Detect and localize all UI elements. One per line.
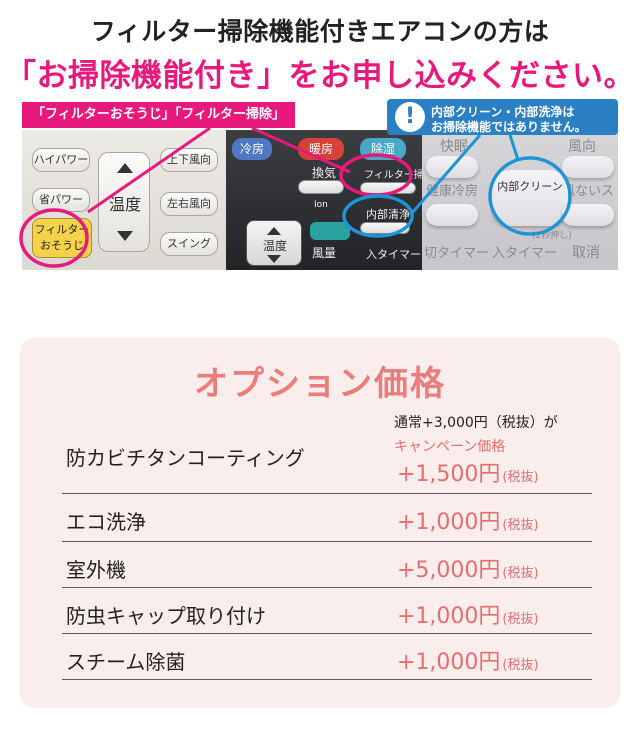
tax-label: (税抜) bbox=[502, 518, 539, 533]
option-row: エコ洗浄 +1,000円(税抜) bbox=[62, 494, 592, 542]
option-name: スチーム除菌 bbox=[66, 650, 186, 674]
tax-label: (税抜) bbox=[502, 658, 539, 673]
fan-speed-label: 風量 bbox=[312, 246, 337, 260]
notice-banner: ! 内部クリーン・内部洗浄は お掃除機能ではありません。 bbox=[387, 99, 618, 135]
option-row: 室外機 +5,000円(税抜) bbox=[62, 542, 592, 588]
two-sec-label: (2秒押し) bbox=[532, 231, 572, 241]
option-name: 防カビチタンコーティング bbox=[66, 446, 305, 470]
ion-label: Ion bbox=[314, 200, 328, 210]
filter-clean-button-2 bbox=[360, 182, 416, 194]
exclamation-icon: ! bbox=[395, 102, 425, 132]
dry-button: 除湿 bbox=[360, 138, 406, 160]
swing-button: スイング bbox=[160, 232, 218, 256]
tax-label: (税抜) bbox=[502, 470, 539, 485]
wind-dir-label: 風向 bbox=[568, 139, 596, 155]
price-value: +1,500円 bbox=[397, 462, 501, 487]
internal-clean-label: 内部清浄 bbox=[366, 208, 410, 221]
temp-rocker: 温度 bbox=[98, 152, 150, 252]
up-arrow-icon bbox=[267, 227, 281, 235]
remote-photo-1: ハイパワー 上下風向 省パワー 左右風向 スイング 温度 フィルター おそうじ bbox=[22, 130, 226, 270]
notice-line2: お掃除機能ではありません。 bbox=[431, 120, 587, 134]
updown-wind-button: 上下風向 bbox=[160, 148, 218, 172]
option-price: +1,000円(税抜) bbox=[397, 504, 539, 536]
price-value: +5,000円 bbox=[397, 558, 501, 583]
options-title: オプション価格 bbox=[194, 364, 446, 404]
down-arrow-icon bbox=[117, 231, 133, 241]
option-price: +1,000円(税抜) bbox=[397, 644, 539, 676]
off-timer-label: 切タイマー bbox=[424, 246, 490, 261]
option-name: 室外機 bbox=[66, 558, 126, 582]
tax-label: (税抜) bbox=[502, 566, 539, 581]
remote-photo-strip: ハイパワー 上下風向 省パワー 左右風向 スイング 温度 フィルター おそうじ … bbox=[22, 130, 618, 270]
on-timer-label-3: 入タイマー bbox=[492, 246, 558, 261]
no-wind-label: 風ないス bbox=[562, 184, 615, 199]
option-price: +5,000円(税抜) bbox=[397, 552, 539, 584]
teal-button bbox=[310, 222, 350, 240]
remote-photo-3: 快眠 風向 健康冷房 風ないス 内部クリーン (2秒押し) 切タイマー 入タイマ… bbox=[422, 130, 618, 270]
on-timer-label: 入タイマー bbox=[366, 248, 421, 261]
headline-line1: フィルター掃除機能付きエアコンの方は bbox=[90, 17, 550, 46]
down-arrow-icon bbox=[267, 255, 281, 263]
option-price: +1,500円(税抜) bbox=[397, 456, 539, 488]
price-value: +1,000円 bbox=[397, 650, 501, 675]
option-name: 防虫キャップ取り付け bbox=[66, 604, 266, 628]
internal-clean-button-3: 内部クリーン bbox=[492, 170, 568, 226]
health-cool-label: 健康冷房 bbox=[426, 184, 479, 199]
button-3a bbox=[426, 156, 478, 178]
options-card: オプション価格 防カビチタンコーティング 通常+3,000円（税抜）が キャンペ… bbox=[20, 338, 620, 708]
savepower-button: 省パワー bbox=[32, 188, 90, 212]
button-3b bbox=[562, 156, 614, 178]
heat-button: 暖房 bbox=[298, 138, 344, 160]
price-value: +1,000円 bbox=[397, 510, 501, 535]
hipower-button: ハイパワー bbox=[32, 148, 90, 172]
cancel-label: 取消 bbox=[572, 245, 600, 261]
option-row: スチーム除菌 +1,000円(税抜) bbox=[62, 634, 592, 680]
notice-line1: 内部クリーン・内部洗浄は bbox=[431, 105, 575, 119]
leftright-wind-button: 左右風向 bbox=[160, 192, 218, 216]
tax-label: (税抜) bbox=[502, 612, 539, 627]
headline-line2: 「お掃除機能付き」をお申し込みください。 bbox=[5, 58, 635, 94]
option-price: +1,000円(税抜) bbox=[397, 598, 539, 630]
button-3d bbox=[562, 204, 614, 226]
internal-clean-label-3: 内部クリーン bbox=[497, 180, 563, 193]
filter-clean-tab: 「フィルターおそうじ」「フィルター掃除」 bbox=[22, 102, 295, 128]
internal-clean-button bbox=[360, 222, 410, 234]
option-row: 防虫キャップ取り付け +1,000円(税抜) bbox=[62, 588, 592, 634]
temp-label: 温度 bbox=[108, 195, 141, 214]
sleep-label: 快眠 bbox=[440, 139, 468, 155]
filter-clean-line2: おそうじ bbox=[40, 239, 84, 252]
button-3c bbox=[426, 204, 478, 226]
campaign-price-note: キャンペーン価格 bbox=[394, 439, 506, 455]
price-value: +1,000円 bbox=[397, 604, 501, 629]
option-name: エコ洗浄 bbox=[66, 510, 146, 534]
ventilation-label: 換気 bbox=[312, 166, 337, 180]
regular-price-note: 通常+3,000円（税抜）が bbox=[394, 415, 558, 431]
temp-label-2: 温度 bbox=[262, 239, 287, 253]
option-row: 防カビチタンコーティング 通常+3,000円（税抜）が キャンペーン価格 +1,… bbox=[62, 410, 592, 494]
remote-photo-2: 冷房 暖房 除湿 換気 フィルター掃除 Ion 内部清浄 温度 風量 入タイマー bbox=[226, 130, 422, 270]
filter-clean-label: フィルター掃除 bbox=[364, 170, 422, 181]
cool-button: 冷房 bbox=[232, 138, 272, 160]
ventilation-button bbox=[298, 180, 344, 194]
up-arrow-icon bbox=[117, 163, 133, 173]
temp-rocker-2: 温度 bbox=[246, 220, 302, 266]
filter-clean-button: フィルター おそうじ bbox=[32, 218, 92, 258]
filter-clean-line1: フィルター bbox=[34, 223, 90, 236]
